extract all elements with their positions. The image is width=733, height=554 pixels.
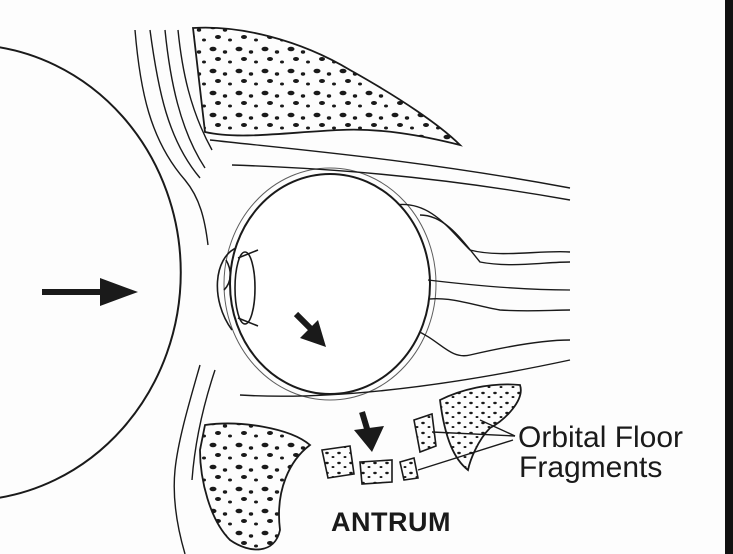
impact-arrow	[42, 278, 138, 306]
maxillary-bone-left	[200, 424, 310, 550]
orbital-floor-label-line2: Fragments	[519, 453, 662, 483]
orbital-floor-label-line1: Orbital Floor	[518, 423, 683, 453]
orbital-roof-bone	[193, 28, 460, 145]
eyeball-globe	[230, 174, 430, 394]
impacting-ball	[0, 45, 181, 500]
orbital-floor-fragments	[322, 414, 436, 484]
antrum-label: ANTRUM	[331, 509, 451, 536]
optic-nerve	[428, 280, 570, 290]
frame-edge-right	[725, 0, 733, 554]
floor-fracture-arrow	[354, 412, 384, 452]
maxillary-bone-right	[440, 384, 521, 470]
